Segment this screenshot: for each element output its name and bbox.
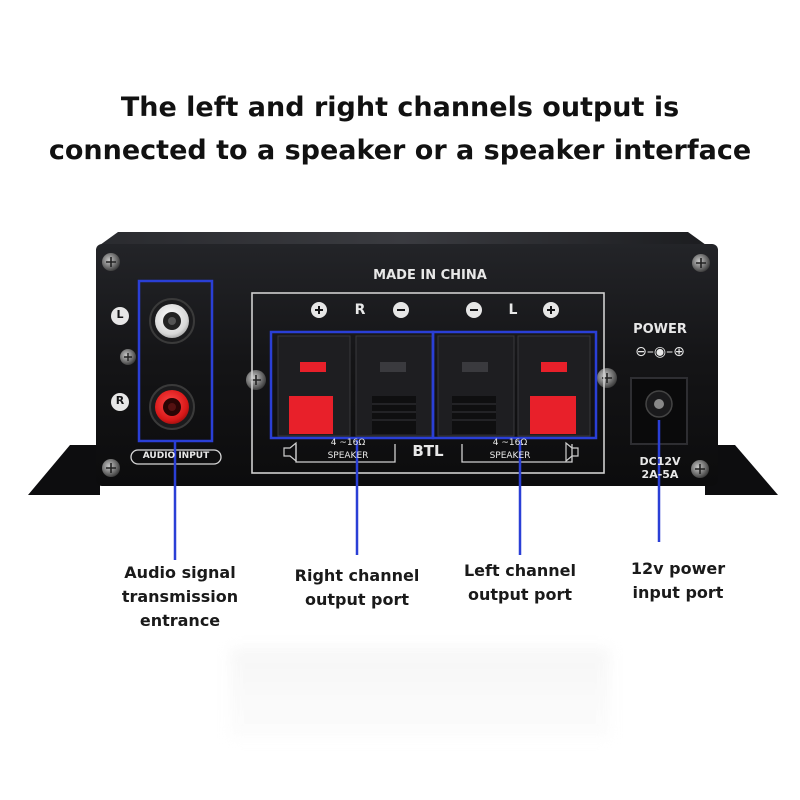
callout-line: Left channel [463, 561, 576, 580]
headline-line-1: The left and right channels output is [120, 92, 680, 123]
speaker-right-bracket [461, 444, 573, 463]
callout-line: output port [304, 590, 410, 609]
callout-line: output port [467, 585, 573, 604]
speaker-terminal-frame [251, 292, 605, 474]
input-right-marker [111, 393, 129, 411]
callout-line: input port [632, 583, 724, 602]
screw-icon [120, 349, 136, 365]
headline-line-2: connected to a speaker or a speaker inte… [48, 135, 752, 166]
impedance-right: 4 ~16Ω [492, 438, 528, 448]
speaker-left-label: SPEAKER [327, 451, 369, 461]
screw-icon [597, 368, 617, 388]
input-left-marker [111, 307, 129, 325]
speaker-icon [283, 441, 297, 463]
callout-line: Audio signal [124, 563, 236, 582]
highlight-audio-input [137, 279, 214, 443]
made-in-label: MADE IN CHINA [373, 268, 487, 283]
speaker-terminal-left-minus [437, 335, 515, 437]
speaker-terminal-right-minus [355, 335, 433, 437]
power-polarity-symbol: ⊖–◉–⊕ [635, 344, 685, 360]
dc-power-jack [630, 377, 688, 445]
callout-line: 12v power [630, 559, 726, 578]
screw-icon [692, 254, 710, 272]
callout-audio-input: Audio signal transmission entrance [100, 561, 260, 633]
screw-icon [246, 370, 266, 390]
left-channel-letter: L [508, 302, 518, 318]
dc-rating-line-2: 2A-5A [641, 468, 679, 481]
input-right-label: R [115, 394, 125, 407]
screw-icon [102, 253, 120, 271]
btl-label: BTL [412, 442, 444, 460]
callout-line: transmission [121, 587, 239, 606]
power-label: POWER [633, 322, 687, 337]
speaker-right-label: SPEAKER [489, 451, 531, 461]
callout-line: entrance [139, 611, 221, 630]
impedance-left: 4 ~16Ω [330, 438, 366, 448]
blurred-watermark-area [230, 648, 610, 738]
speaker-terminal-right-plus [277, 335, 351, 437]
chassis-top [100, 232, 706, 245]
audio-input-label: AUDIO INPUT [142, 451, 210, 461]
right-mounting-flange [705, 445, 778, 495]
dc-rating-line-1: DC12V [639, 455, 681, 468]
rca-jack-red [149, 384, 195, 430]
callout-left-channel: Left channel output port [440, 559, 600, 607]
input-left-label: L [116, 308, 124, 321]
screw-icon [102, 459, 120, 477]
left-mounting-flange [28, 445, 100, 495]
callout-right-channel: Right channel output port [277, 564, 437, 612]
screw-icon [691, 460, 709, 478]
callout-line: Right channel [294, 566, 420, 585]
speaker-icon [565, 441, 579, 463]
callout-power-input: 12v power input port [598, 557, 758, 605]
highlight-left-channel [431, 330, 598, 440]
rca-jack-white [149, 298, 195, 344]
right-channel-letter: R [354, 302, 366, 318]
speaker-terminal-left-plus [517, 335, 591, 437]
headline: The left and right channels output is co… [0, 86, 800, 172]
